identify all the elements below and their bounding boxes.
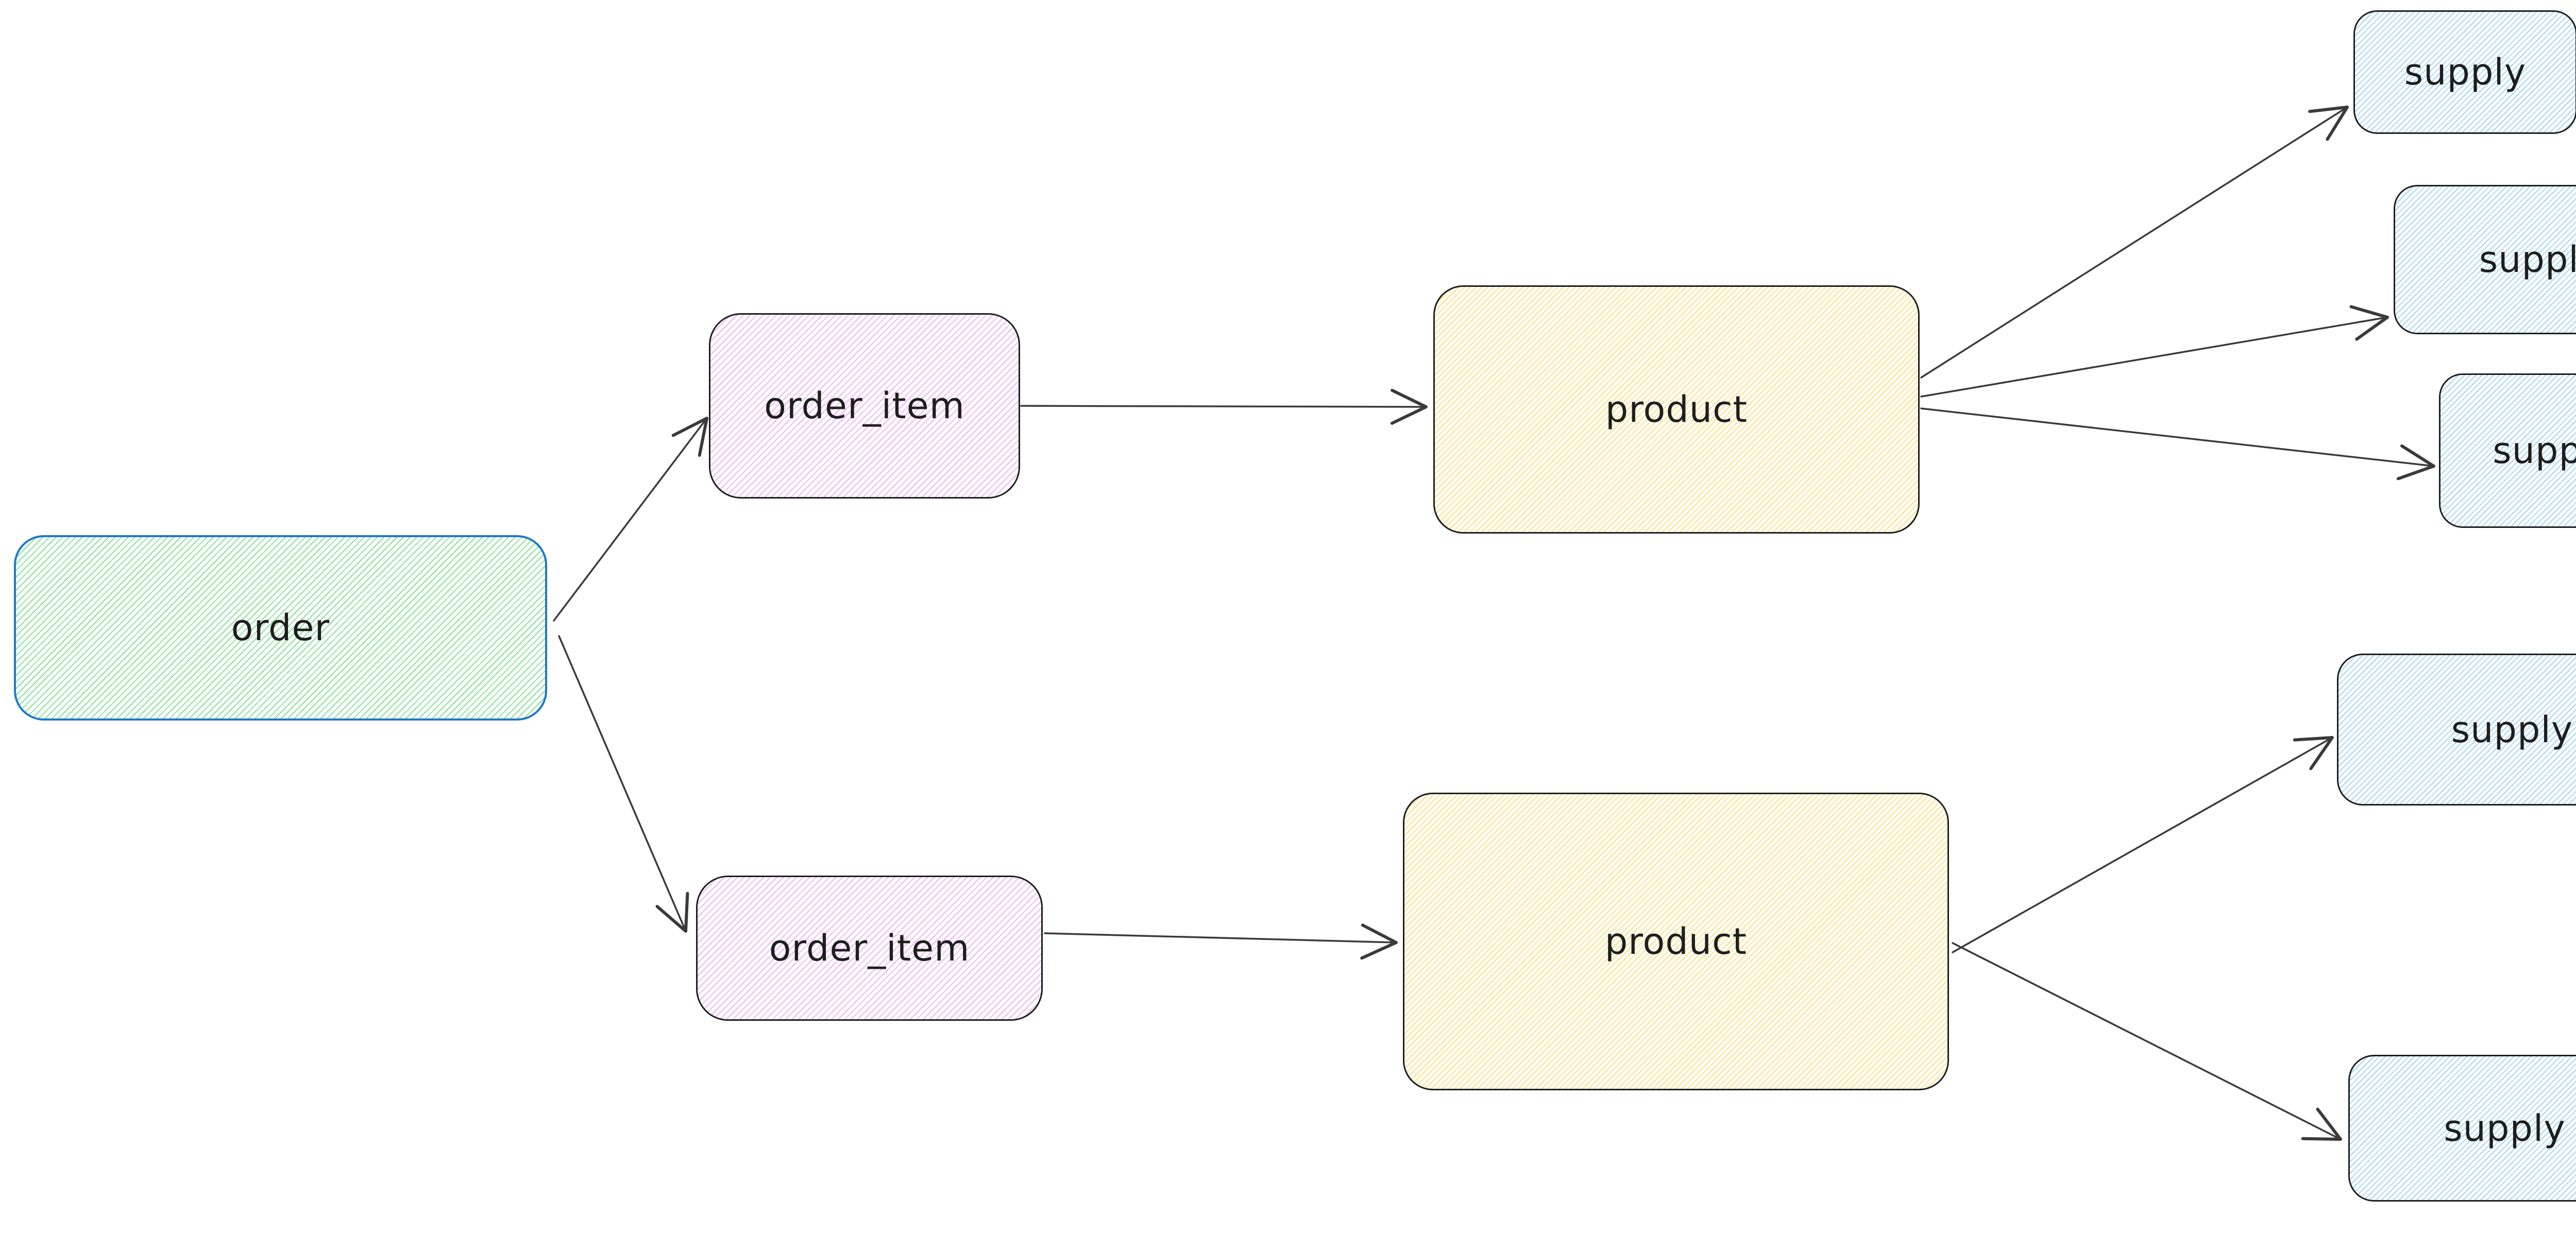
node-supply-3-label: supply [2493,430,2576,472]
node-supply-2[interactable]: supply [2394,185,2576,334]
edge-product-1-to-supply-3[interactable] [1920,407,2435,481]
node-supply-1[interactable]: supply [2353,10,2576,134]
edge-product-2-to-supply-4[interactable] [1952,736,2334,953]
edge-order-to-order-item-2[interactable] [558,635,689,933]
node-supply-5[interactable]: supply [2348,1055,2576,1202]
node-product-1-label: product [1605,388,1748,431]
node-supply-4[interactable]: supply [2337,654,2576,806]
edge-order-item-2-to-product-2[interactable] [1044,923,1398,960]
node-order-item-2[interactable]: order_item [696,876,1043,1021]
node-order-item-2-label: order_item [769,927,970,969]
edge-order-to-order-item-1[interactable] [553,417,708,622]
node-supply-4-label: supply [2451,708,2573,751]
node-order-item-1-label: order_item [764,385,965,427]
edge-product-2-to-supply-5[interactable] [1952,942,2342,1141]
edge-order-item-1-to-product-1[interactable] [1020,388,1428,425]
node-supply-1-label: supply [2404,51,2527,93]
node-supply-3[interactable]: supply [2439,373,2576,528]
node-supply-5-label: supply [2444,1107,2566,1150]
node-order[interactable]: order [14,535,547,721]
node-order-item-1[interactable]: order_item [709,313,1020,499]
node-supply-2-label: supply [2479,238,2576,281]
node-order-label: order [231,607,330,649]
node-product-2-label: product [1604,920,1748,963]
edge-product-1-to-supply-2[interactable] [1920,305,2389,398]
node-product-2[interactable]: product [1403,793,1949,1090]
edge-product-1-to-supply-1[interactable] [1920,106,2349,379]
node-product-1[interactable]: product [1433,285,1920,534]
